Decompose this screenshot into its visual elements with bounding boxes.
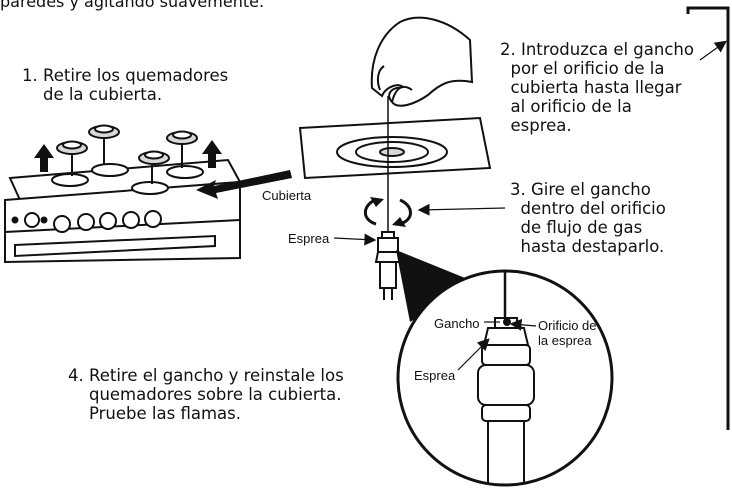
step-2-text: 2. Introduzca el gancho por el orificio … (500, 40, 694, 135)
esprea-label-top: Esprea (288, 231, 330, 246)
cover-arrow (196, 170, 292, 199)
esprea-label-detail: Esprea (414, 368, 456, 383)
bracket-line (686, 6, 730, 430)
hand-drawing (370, 16, 474, 107)
step-3-text: 3. Gire el gancho dentro del orificio de… (510, 180, 666, 256)
step-4-text: 4. Retire el gancho y reinstale los quem… (68, 366, 344, 423)
orificio-label: Orificio de la esprea (538, 318, 597, 348)
cover-plate (298, 116, 492, 180)
lift-arrows (34, 140, 222, 172)
detail-circle (396, 269, 614, 487)
gancho-label: Gancho (434, 316, 480, 331)
header-fragment: paredes y agitando suavemente. (0, 0, 265, 11)
step-1-text: 1. Retire los quemadores de la cubierta. (22, 66, 229, 104)
spud-small (374, 231, 402, 300)
zoom-wedge (396, 250, 475, 322)
cubierta-label: Cubierta (262, 188, 312, 203)
stove-drawing (4, 124, 242, 264)
